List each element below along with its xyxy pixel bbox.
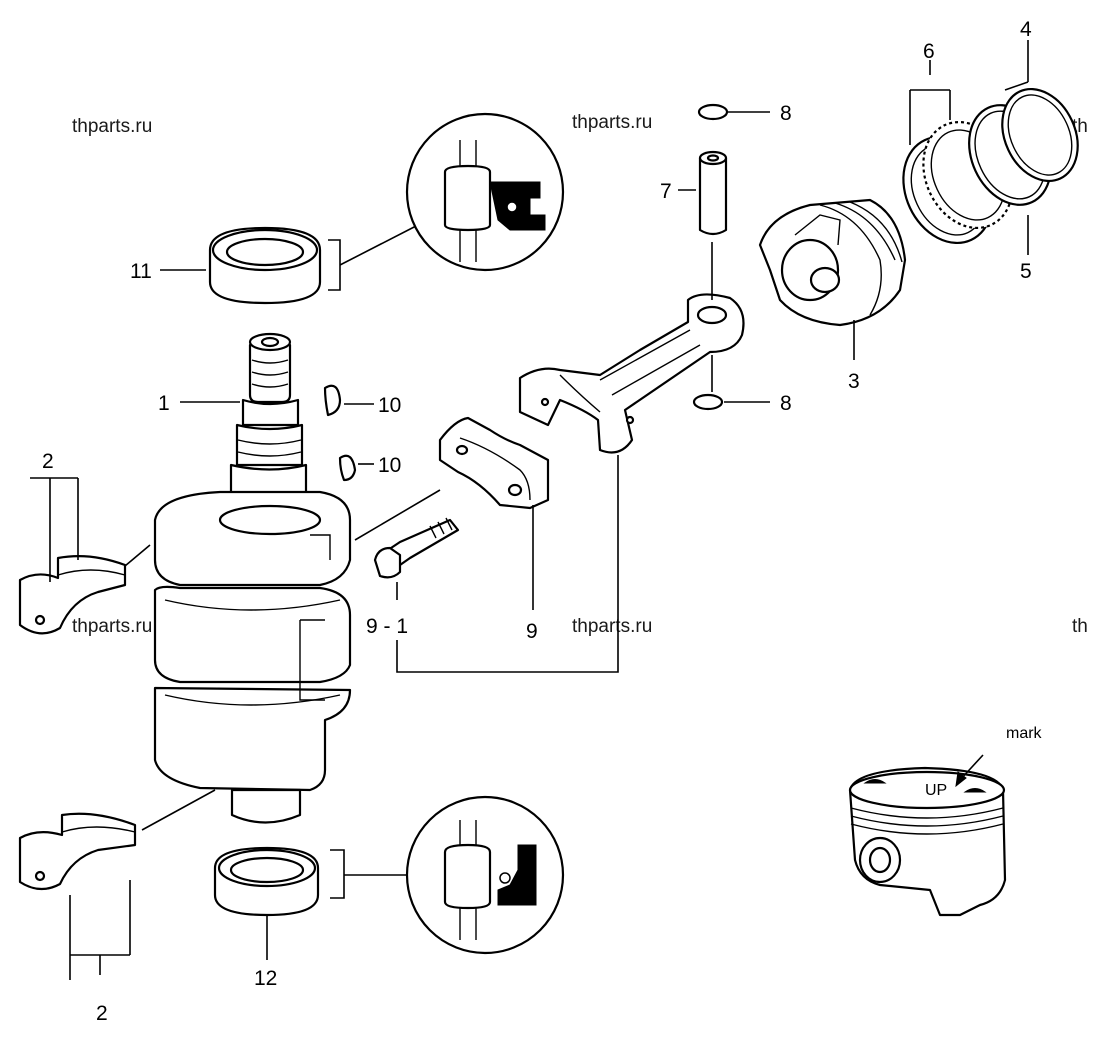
callout-8-bottom: 8 [780, 392, 792, 415]
seal-detail-circle-top [405, 112, 565, 272]
watermark-text: thparts.ru [572, 112, 652, 133]
piston-up-stamp: UP [925, 782, 947, 799]
woodruff-key [323, 384, 342, 417]
watermark-text: thparts.ru [72, 116, 152, 137]
callout-4: 4 [1020, 18, 1032, 41]
callout-2-top: 2 [42, 450, 54, 473]
callout-10-bottom: 10 [378, 454, 401, 477]
leader-lines [30, 40, 1029, 980]
callout-9: 9 [526, 620, 538, 643]
callout-6: 6 [923, 40, 935, 63]
callout-5: 5 [1020, 260, 1032, 283]
piston-pin-clip [697, 103, 729, 121]
oil-seal-bottom [213, 846, 418, 917]
callout-2-bottom: 2 [96, 1002, 108, 1025]
rod-bolt [373, 517, 460, 579]
piston-pin-clip [692, 393, 724, 411]
connecting-rod [518, 293, 745, 454]
callout-1: 1 [158, 392, 170, 415]
main-bearing-lower [18, 812, 137, 891]
oil-seal-top [208, 224, 419, 305]
seal-detail-circle-bottom [405, 795, 565, 955]
callout-7: 7 [660, 180, 672, 203]
piston-ring [1001, 87, 1079, 183]
callout-3: 3 [848, 370, 860, 393]
rod-cap [438, 416, 550, 510]
callout-11: 11 [130, 260, 152, 283]
woodruff-key [338, 454, 357, 482]
callout-10-top: 10 [378, 394, 401, 417]
crankshaft [153, 332, 352, 824]
callout-8-top: 8 [780, 102, 792, 125]
watermark-text: thparts.ru [572, 616, 652, 637]
callout-12: 12 [254, 967, 277, 990]
piston-pin [698, 150, 728, 236]
watermark-text: thparts.ru [72, 616, 152, 637]
piston [758, 198, 907, 327]
piston-ring-set [902, 120, 1014, 245]
callout-9-1: 9 - 1 [366, 615, 408, 638]
piston-mark-illustration: UP [848, 754, 1007, 917]
mark-label: mark [1006, 725, 1043, 742]
watermark-text: th [1072, 616, 1088, 637]
